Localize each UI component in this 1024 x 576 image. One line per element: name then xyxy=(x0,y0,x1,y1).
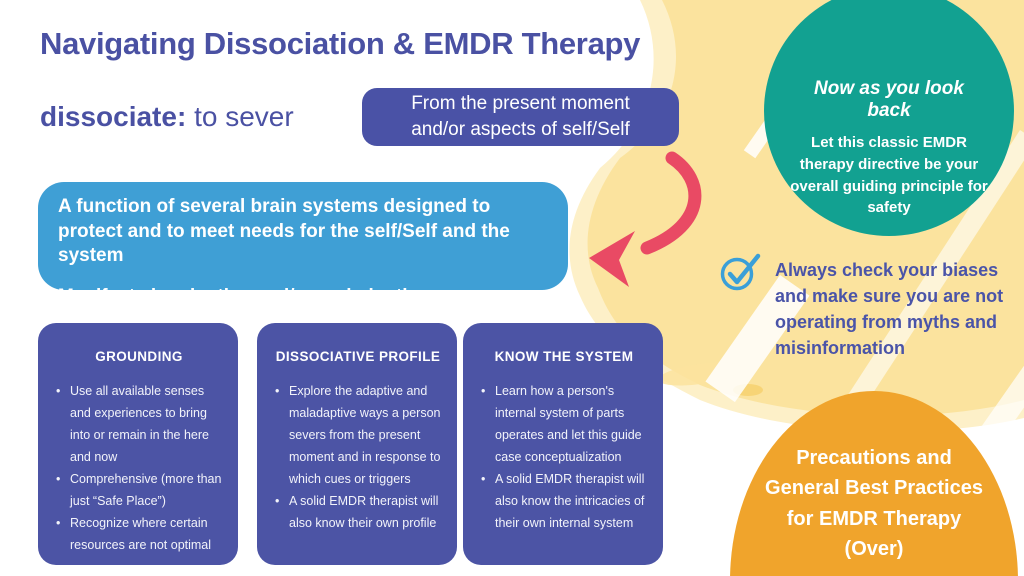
card-dissociative-profile: DISSOCIATIVE PROFILE • Explore the adapt… xyxy=(257,323,457,565)
list-item: • Learn how a person's internal system o… xyxy=(479,380,649,468)
bullet-text: Use all available senses and experiences… xyxy=(70,384,209,464)
precautions-line: General Best Practices xyxy=(765,477,983,500)
card-know-the-system: KNOW THE SYSTEM • Learn how a person's i… xyxy=(463,323,663,565)
function-paragraph-1: A function of several brain systems desi… xyxy=(58,196,510,267)
page-title: Navigating Dissociation & EMDR Therapy xyxy=(40,26,641,61)
bullet-text: Explore the adaptive and maladaptive way… xyxy=(289,384,441,486)
from-callout-text: From the present moment and/or aspects o… xyxy=(411,93,630,140)
look-back-heading: Now as you look back xyxy=(814,78,964,121)
card-grounding: GROUNDING • Use all available senses and… xyxy=(38,323,238,565)
list-item: • Comprehensive (more than just “Safe Pl… xyxy=(54,468,224,512)
bullet-text: Learn how a person's internal system of … xyxy=(495,384,642,464)
brain-function-box: A function of several brain systems desi… xyxy=(38,182,568,307)
bullet-text: A solid EMDR therapist will also know th… xyxy=(289,494,439,530)
bullet-dot: • xyxy=(275,384,280,398)
check-circle-icon xyxy=(720,253,761,291)
card-title: GROUNDING xyxy=(95,349,183,364)
card-title: KNOW THE SYSTEM xyxy=(494,349,634,364)
definition-line: dissociate: to sever xyxy=(40,101,294,133)
list-item: • A solid EMDR therapist will also know … xyxy=(479,468,649,534)
list-item: • Recognize where certain resources are … xyxy=(54,512,224,556)
list-item: • A solid EMDR therapist will also know … xyxy=(273,490,443,534)
check-biases-note: Always check your biases and make sure y… xyxy=(775,260,1004,359)
bullet-text: Comprehensive (more than just “Safe Plac… xyxy=(70,472,222,508)
list-item: • Use all available senses and experienc… xyxy=(54,380,224,468)
bullet-dot: • xyxy=(56,384,61,398)
precautions-line: for EMDR Therapy xyxy=(786,507,962,530)
bullet-dot: • xyxy=(56,472,61,486)
definition-meaning: to sever xyxy=(194,101,294,132)
precautions-line: Precautions and xyxy=(796,447,952,469)
bullet-dot: • xyxy=(481,472,486,486)
from-present-moment-callout: From the present moment and/or aspects o… xyxy=(362,88,679,146)
definition-term: dissociate: xyxy=(40,101,187,132)
function-paragraph-2: Manifests in adaptive and/or maladaptive… xyxy=(58,286,481,308)
list-item: • Explore the adaptive and maladaptive w… xyxy=(273,380,443,490)
precautions-line: (Over) xyxy=(844,538,904,561)
bullet-text: Recognize where certain resources are no… xyxy=(70,516,212,552)
look-back-circle: Now as you look back Let this classic EM… xyxy=(764,0,1014,236)
bullet-dot: • xyxy=(56,516,61,530)
card-title: DISSOCIATIVE PROFILE xyxy=(275,349,441,364)
bullet-dot: • xyxy=(275,494,280,508)
curved-arrow-icon xyxy=(589,151,702,287)
look-back-body: Let this classic EMDR therapy directive … xyxy=(790,134,988,217)
bullet-dot: • xyxy=(481,384,486,398)
bullet-text: A solid EMDR therapist will also know th… xyxy=(495,472,645,530)
